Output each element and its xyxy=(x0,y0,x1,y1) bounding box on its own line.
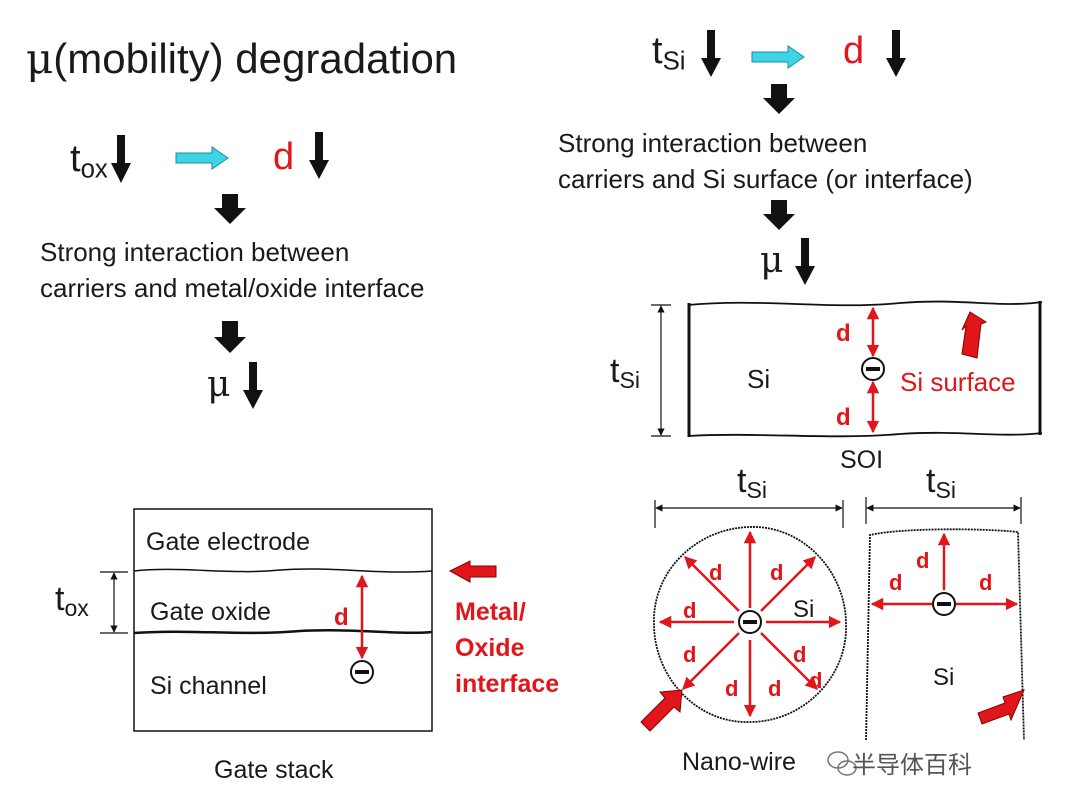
nanowire-d-label: d xyxy=(768,676,782,701)
nanowire-d-arrows xyxy=(658,530,842,718)
finfet-si-label: Si xyxy=(933,664,955,691)
title-text: (mobility) degradation xyxy=(53,35,458,82)
tox-down-arrow xyxy=(111,135,131,183)
soi-electron-icon xyxy=(861,357,885,381)
left-interaction-line1: Strong interaction between xyxy=(40,237,350,267)
implies-arrow-left xyxy=(175,146,229,170)
soi-d-bottom-label: d xyxy=(836,404,851,431)
tsi-down-arrow xyxy=(701,30,721,77)
nanowire-d-label: d xyxy=(770,560,784,585)
gate-stack-caption: Gate stack xyxy=(214,756,334,784)
finfet-electron-icon xyxy=(932,592,956,616)
right-interaction-line1: Strong interaction between xyxy=(558,128,868,158)
interface-pointer-arrow xyxy=(448,560,497,583)
left-interaction-line2: carriers and metal/oxide interface xyxy=(40,273,425,303)
gate-electron-icon xyxy=(350,660,374,684)
nanowire-caption: Nano-wire xyxy=(682,748,796,776)
si-channel-label: Si channel xyxy=(150,672,267,700)
soi-box xyxy=(687,300,1043,438)
title-mu-symbol: μ xyxy=(26,34,54,83)
block-down-arrow-3 xyxy=(763,84,795,114)
interface-label-line3: interface xyxy=(455,670,560,698)
nanowire-d-label: d xyxy=(725,676,739,701)
nanowire-d-label: d xyxy=(809,668,823,693)
finfet-d-arrows xyxy=(870,532,1019,611)
nanowire-si-label: Si xyxy=(793,596,815,623)
left-tox-label: tox xyxy=(70,138,108,184)
gate-stack-box xyxy=(133,508,433,732)
right-tsi-label: tSi xyxy=(652,30,686,76)
nanowire-d-label: d xyxy=(709,560,723,585)
nanowire-electron-icon xyxy=(738,610,762,634)
nanowire-circle xyxy=(653,526,847,723)
block-down-arrow-4 xyxy=(763,200,795,230)
finfet-width-dimension xyxy=(865,497,1022,524)
right-mu-label: μ xyxy=(760,240,784,281)
interface-label-line1: Metal/ xyxy=(455,598,526,626)
metal-oxide-interface-line xyxy=(133,568,433,573)
finfet-pointer-arrow xyxy=(977,689,1025,725)
interface-label-line2: Oxide xyxy=(455,634,525,662)
soi-d-top-label: d xyxy=(836,320,851,347)
finfet-fin-outline xyxy=(865,528,1025,741)
left-mu-label: μ xyxy=(207,364,231,405)
soi-caption: SOI xyxy=(840,446,884,474)
page-title: μ(mobility) degradation xyxy=(26,34,457,83)
nanowire-d-label: d xyxy=(683,642,697,667)
gate-tox-dimension xyxy=(100,571,128,634)
oxide-si-interface-line xyxy=(133,628,433,635)
gate-d-label: d xyxy=(334,604,349,631)
soi-si-label: Si xyxy=(747,364,771,394)
gate-tox-label: tox xyxy=(55,580,89,621)
soi-surface-label: Si surface xyxy=(900,367,1016,397)
nanowire-tsi-label: tSi xyxy=(737,462,768,503)
nanowire-d-label: d xyxy=(793,642,807,667)
right-d-label: d xyxy=(843,30,865,72)
d-down-arrow-right xyxy=(886,30,906,77)
mu-down-arrow-right xyxy=(795,238,815,285)
right-interaction-line2: carriers and Si surface (or interface) xyxy=(558,164,973,194)
d-down-arrow-left xyxy=(309,132,329,179)
block-down-arrow-2 xyxy=(214,321,246,353)
finfet-d-label: d xyxy=(889,570,903,595)
gate-electrode-label: Gate electrode xyxy=(146,528,310,556)
left-d-label: d xyxy=(273,136,295,178)
nanowire-width-dimension xyxy=(654,500,844,528)
finfet-tsi-label: tSi xyxy=(926,462,957,503)
implies-arrow-right xyxy=(751,45,805,69)
wechat-icon xyxy=(827,751,857,776)
finfet-d-label: d xyxy=(916,548,930,573)
nanowire-pointer-arrow xyxy=(640,689,683,732)
soi-surface-pointer-arrow xyxy=(961,311,988,359)
soi-thickness-dimension xyxy=(651,304,671,437)
mu-down-arrow-left xyxy=(243,362,263,409)
block-down-arrow-1 xyxy=(214,194,246,224)
nanowire-d-label: d xyxy=(683,598,697,623)
soi-tsi-label: tSi xyxy=(610,352,641,393)
gate-oxide-label: Gate oxide xyxy=(150,598,271,626)
watermark: 半导体百科 xyxy=(852,752,972,779)
finfet-d-label: d xyxy=(979,570,993,595)
